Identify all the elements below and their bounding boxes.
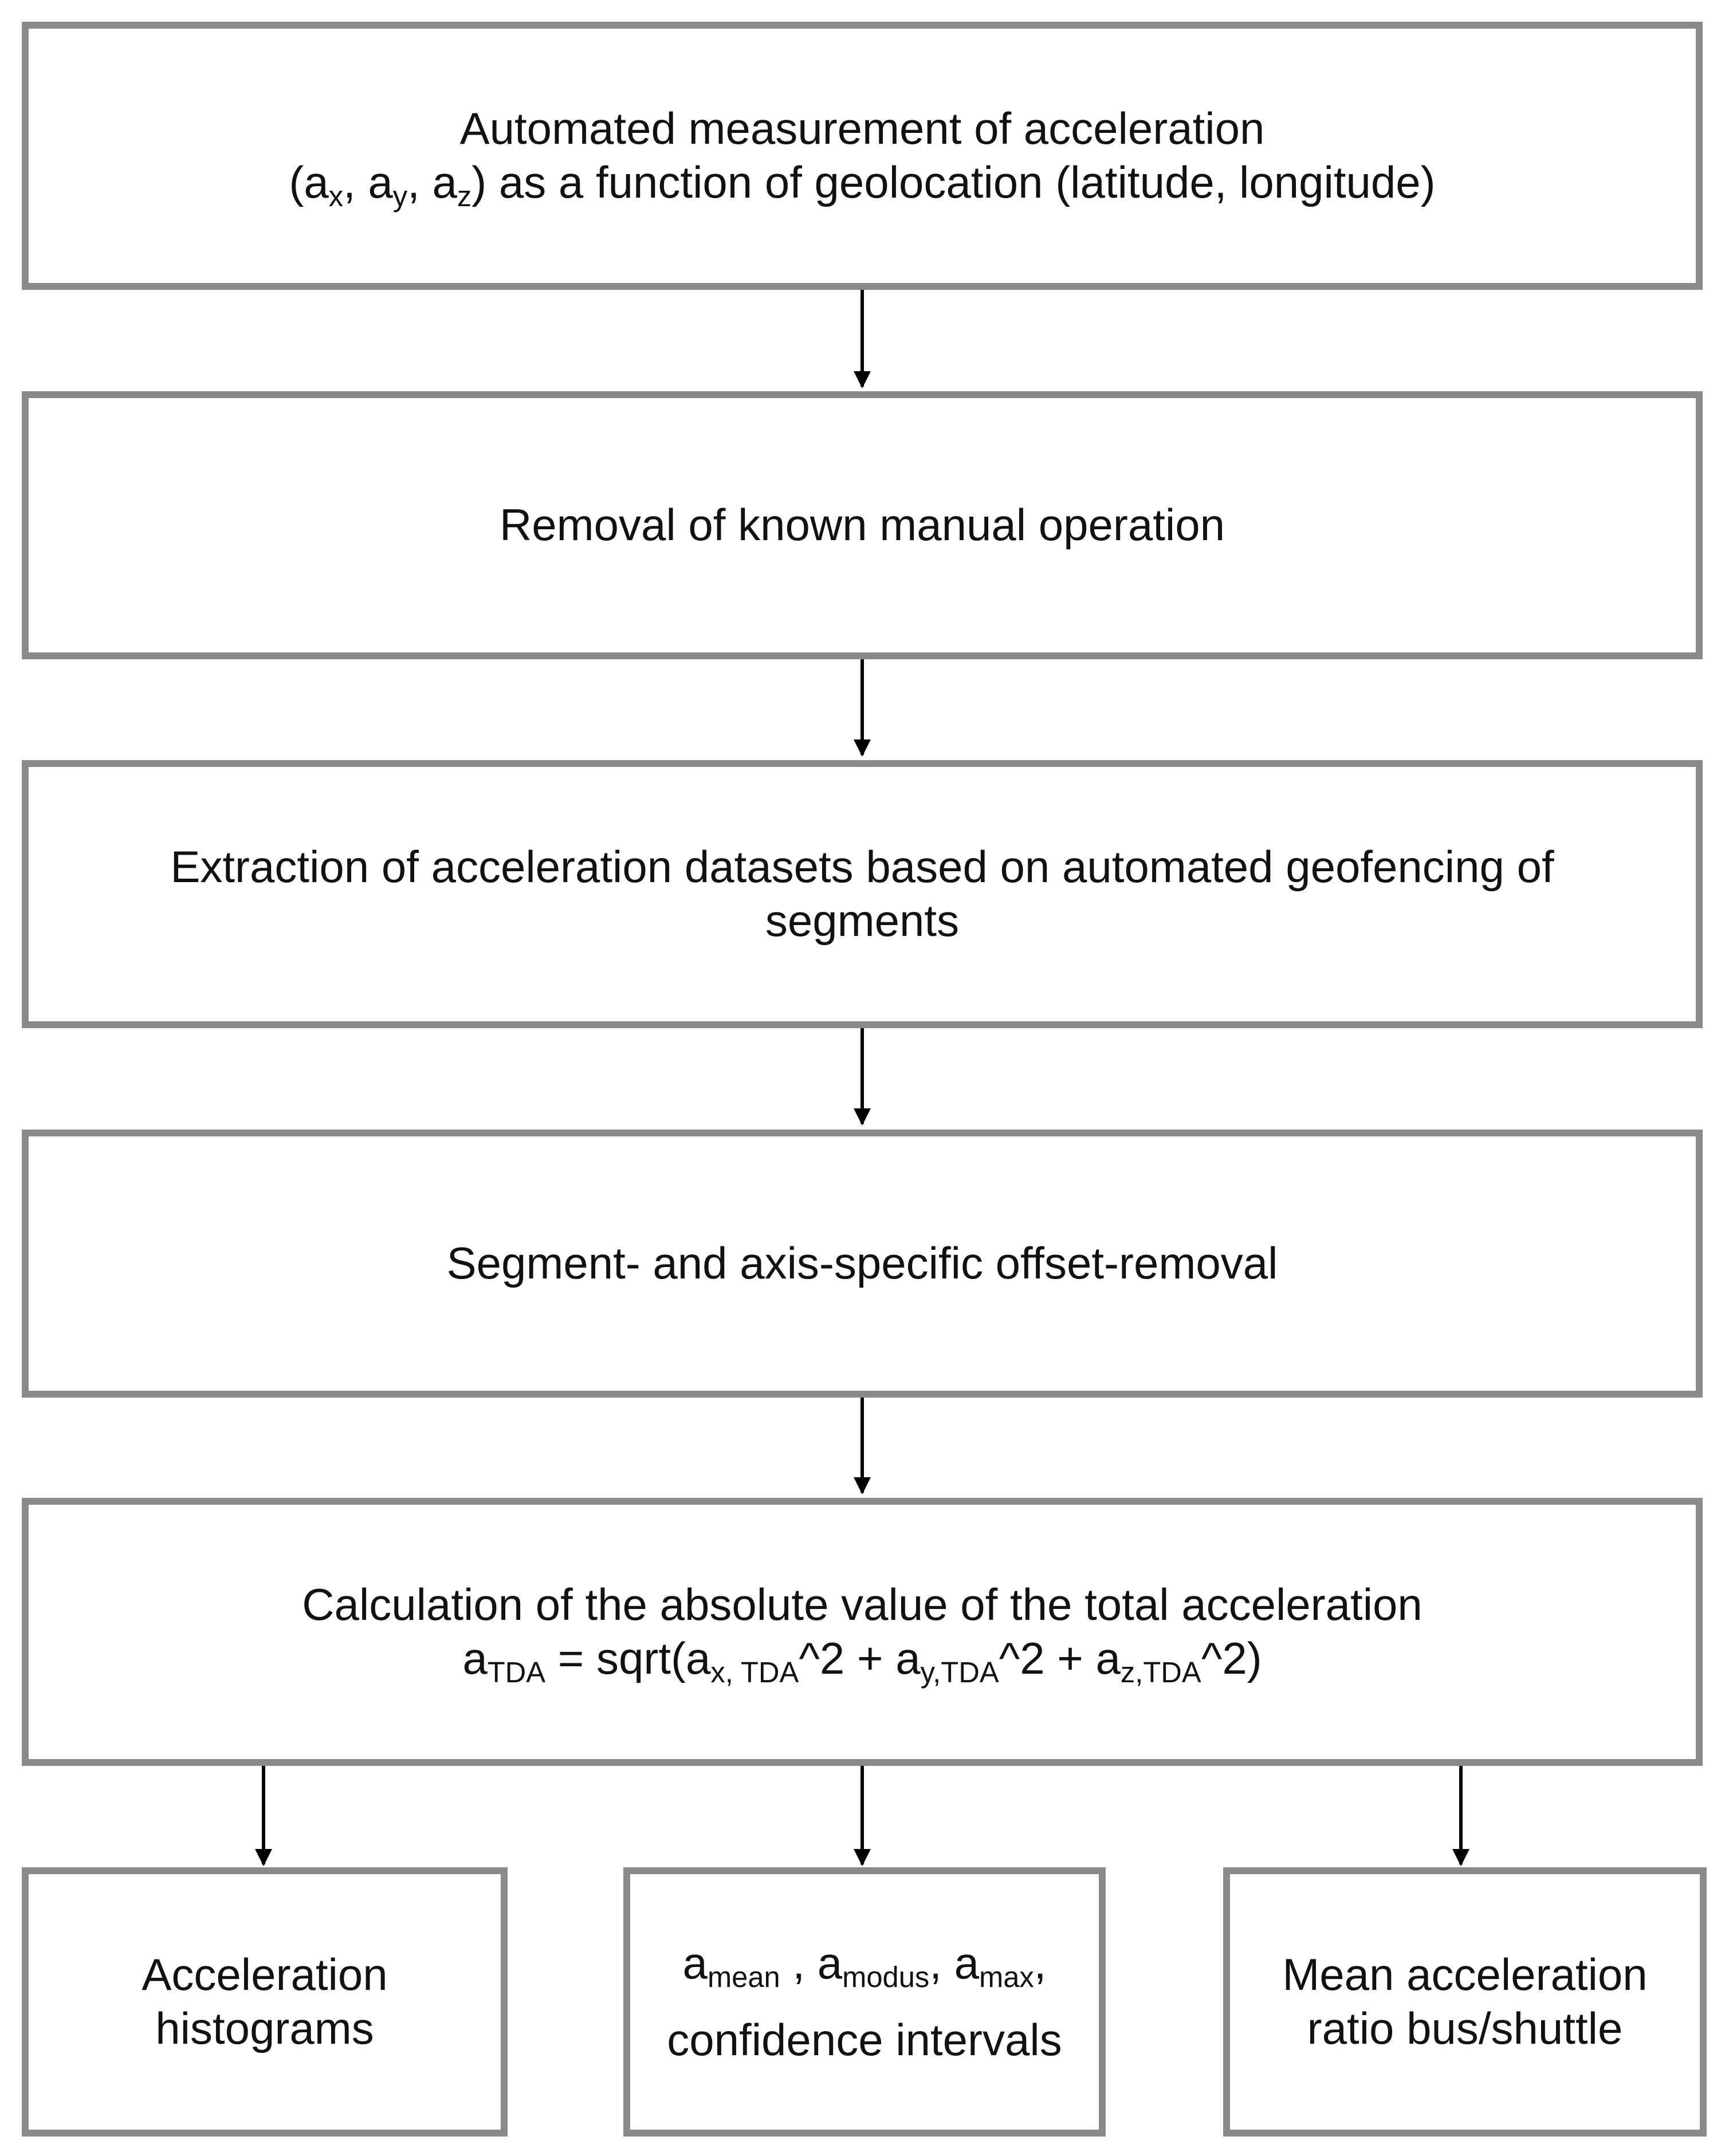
output-1-line-2: histograms xyxy=(155,2003,374,2053)
step-5-line-1: Calculation of the absolute value of the… xyxy=(302,1579,1423,1630)
output-2-line-2: confidence intervals xyxy=(667,2015,1062,2065)
step-3-text: Extraction of acceleration datasets base… xyxy=(170,841,1554,946)
step-2-text: Removal of known manual operation xyxy=(499,499,1225,550)
output-ratio-box: Mean acceleration ratio bus/shuttle xyxy=(1223,1867,1707,2137)
step-4-offset-removal-box: Segment- and axis-specific offset-remova… xyxy=(22,1130,1703,1398)
output-histograms-box: Acceleration histograms xyxy=(22,1867,508,2137)
step-5-formula: aTDA = sqrt(ax, TDA^2 + ay,TDA^2 + az,TD… xyxy=(462,1633,1262,1689)
output-3-line-2: ratio bus/shuttle xyxy=(1307,2003,1623,2053)
step-4-text: Segment- and axis-specific offset-remova… xyxy=(446,1238,1278,1289)
step-5-calculation-box: Calculation of the absolute value of the… xyxy=(22,1498,1703,1766)
output-3-line-1: Mean acceleration xyxy=(1282,1949,1648,2000)
step-1-line-1: Automated measurement of acceleration xyxy=(459,103,1265,154)
step-1-measurement-box: Automated measurement of acceleration (a… xyxy=(22,22,1703,290)
output-2-line-1: amean , amodus, amax, xyxy=(682,1938,1047,1994)
step-1-line-2: (ax, ay, az) as a function of geolocatio… xyxy=(289,157,1436,213)
output-1-line-1: Acceleration xyxy=(142,1949,388,2000)
output-statistics-box: amean , amodus, amax, confidence interva… xyxy=(623,1867,1106,2137)
step-2-removal-box: Removal of known manual operation xyxy=(22,391,1703,659)
step-3-extraction-box: Extraction of acceleration datasets base… xyxy=(22,760,1703,1028)
